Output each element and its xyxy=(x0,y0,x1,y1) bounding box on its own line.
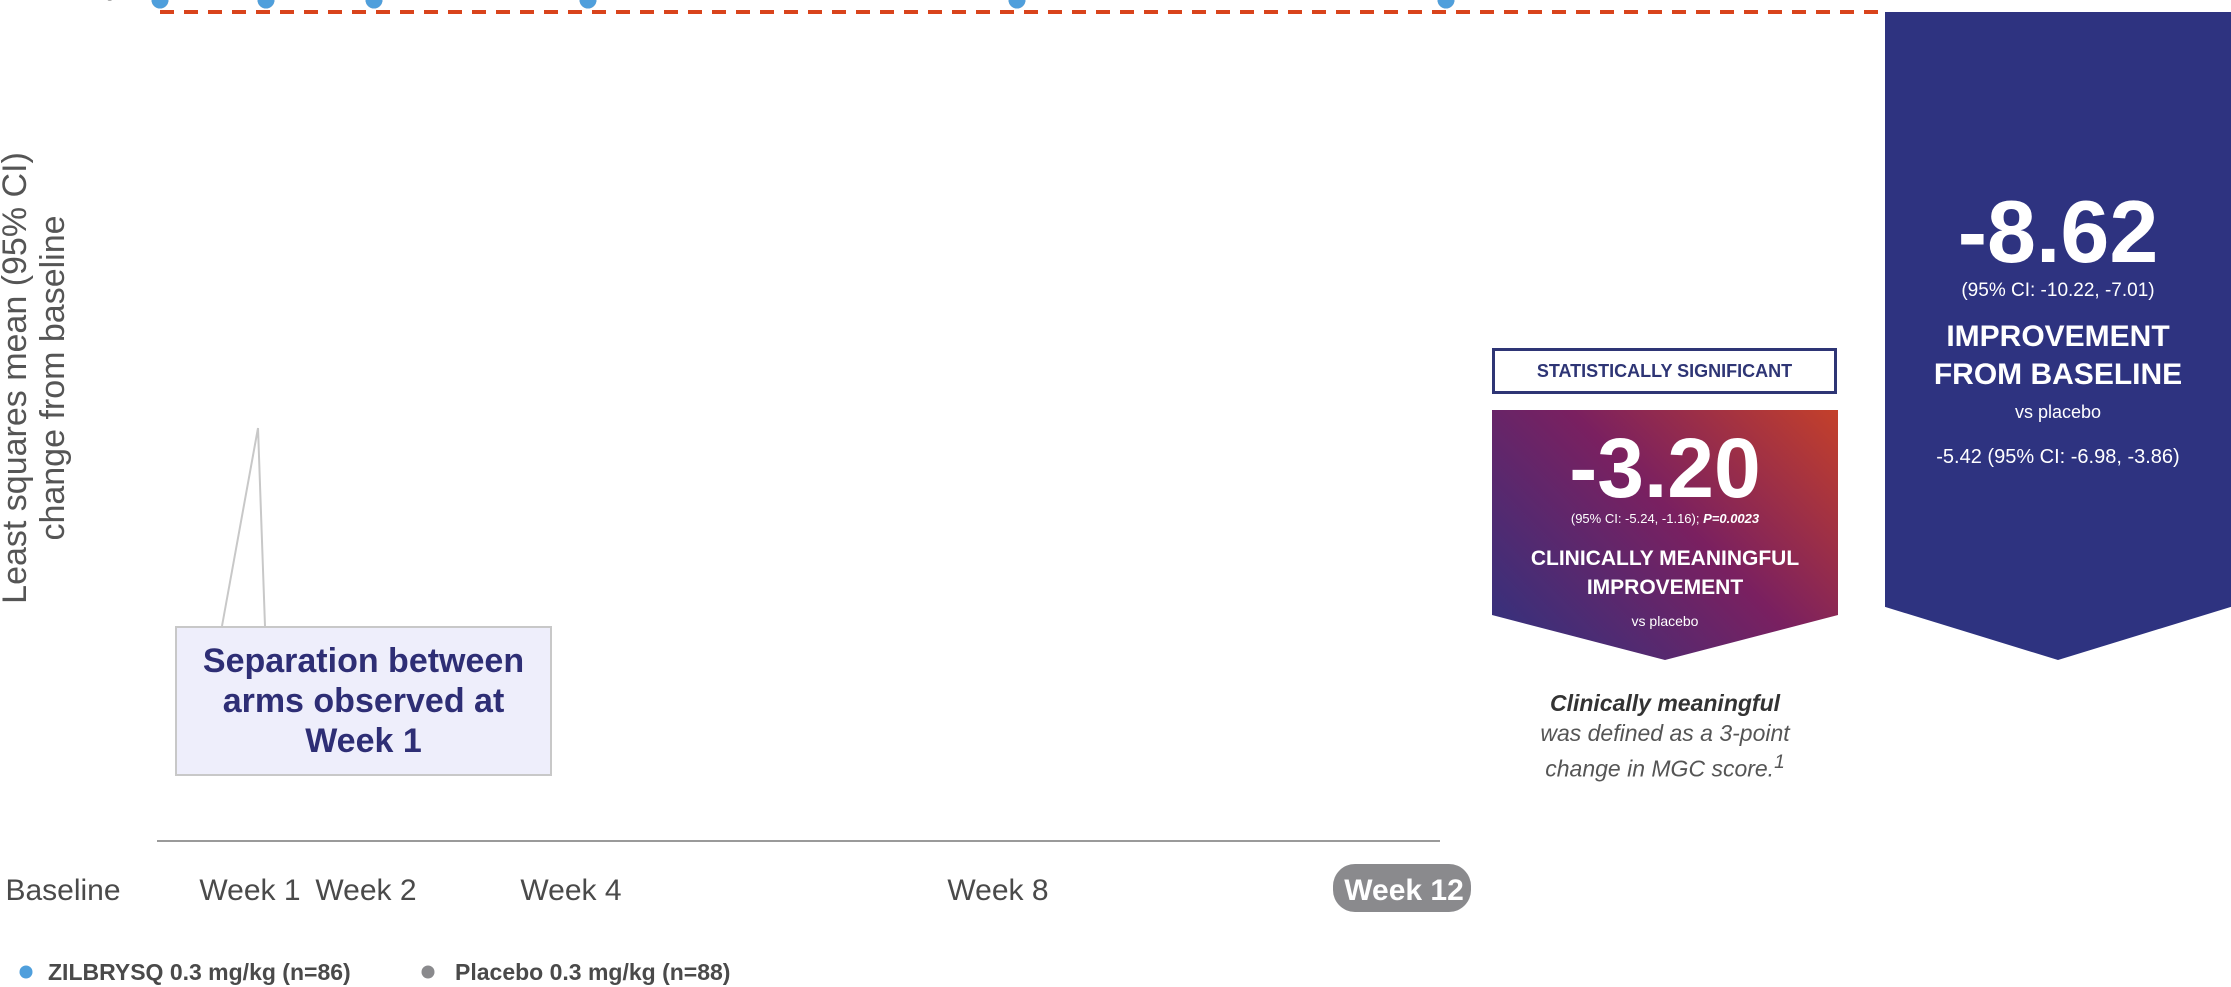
improvement-vs: vs placebo xyxy=(2014,402,2102,422)
zilbrysq-data-point xyxy=(151,0,169,9)
definition-note: Clinically meaningful was defined as a 3… xyxy=(1500,688,1830,784)
zilbrysq-data-point xyxy=(257,0,275,9)
y-tick-label: 0 xyxy=(101,0,118,7)
statistically-significant-header: STATISTICALLY SIGNIFICANT xyxy=(1492,348,1837,394)
y-tick-label: -2 xyxy=(91,0,118,7)
legend-placebo-label: Placebo 0.3 mg/kg (n=88) xyxy=(455,959,730,985)
y-tick-label: -8 xyxy=(91,0,118,7)
y-tick-label: -4 xyxy=(91,0,118,7)
zilbrysq-data-point xyxy=(1437,0,1455,9)
y-tick-label: -10 xyxy=(75,0,118,7)
week1-separation-callout: Separation between arms observed at Week… xyxy=(175,626,552,776)
note-text: was defined as a 3-point change in MGC s… xyxy=(1540,720,1790,782)
legend-placebo-marker xyxy=(421,965,435,979)
x-tick-label: Week 1 xyxy=(199,874,300,907)
improvement-title: IMPROVEMENT FROM BASELINE xyxy=(1933,320,2183,391)
zilbrysq-data-point xyxy=(1008,0,1026,9)
x-tick-label: Week 4 xyxy=(520,874,621,907)
difference-title: CLINICALLY MEANINGFUL IMPROVEMENT xyxy=(1530,547,1800,599)
y-axis-label-line: change from baseline xyxy=(34,215,72,540)
note-footnote-ref: 1 xyxy=(1774,752,1785,773)
improvement-value: -8.62 xyxy=(1957,182,2159,281)
x-tick-label: Week 12 xyxy=(1344,874,1464,907)
x-tick-label: Week 2 xyxy=(315,874,416,907)
y-tick-label: -6 xyxy=(91,0,118,7)
axes: 0-2-4-6-8-10Least squares mean (95% CI)c… xyxy=(0,0,1471,912)
improvement-badge: -8.62 (95% CI: -10.22, -7.01) IMPROVEMEN… xyxy=(1885,12,2231,660)
placebo-change: -5.42 (95% CI: -6.98, -3.86) xyxy=(1936,446,2180,468)
difference-vs: vs placebo xyxy=(1631,613,1699,629)
y-axis-label: Least squares mean (95% CI)change from b… xyxy=(0,152,72,604)
callout-text: Separation between arms observed at Week… xyxy=(202,642,525,760)
p-value: P=0.0023 xyxy=(1703,511,1760,526)
note-lead: Clinically meaningful xyxy=(1549,690,1781,716)
legend-zilbrysq-marker xyxy=(19,965,33,979)
series xyxy=(151,0,1455,9)
y-axis-label-line: Least squares mean (95% CI) xyxy=(0,152,34,604)
difference-ci: (95% CI: -5.24, -1.16); P=0.0023 xyxy=(1570,511,1760,526)
zilbrysq-data-point xyxy=(365,0,383,9)
reference-lines xyxy=(160,10,1884,627)
zilbrysq-data-point xyxy=(579,0,597,9)
difference-badge: -3.20 (95% CI: -5.24, -1.16); P=0.0023 C… xyxy=(1492,410,1838,660)
x-tick-label: Week 8 xyxy=(947,874,1048,907)
x-tick-label: Baseline xyxy=(5,874,120,907)
legend-zilbrysq-label: ZILBRYSQ 0.3 mg/kg (n=86) xyxy=(48,959,351,985)
callout-pointer xyxy=(221,427,266,627)
difference-value: -3.20 xyxy=(1569,421,1761,515)
improvement-ci: (95% CI: -10.22, -7.01) xyxy=(1961,280,2155,301)
week12-highlight-pill xyxy=(1333,864,1471,912)
legend: ZILBRYSQ 0.3 mg/kg (n=86) Placebo 0.3 mg/… xyxy=(19,959,730,985)
